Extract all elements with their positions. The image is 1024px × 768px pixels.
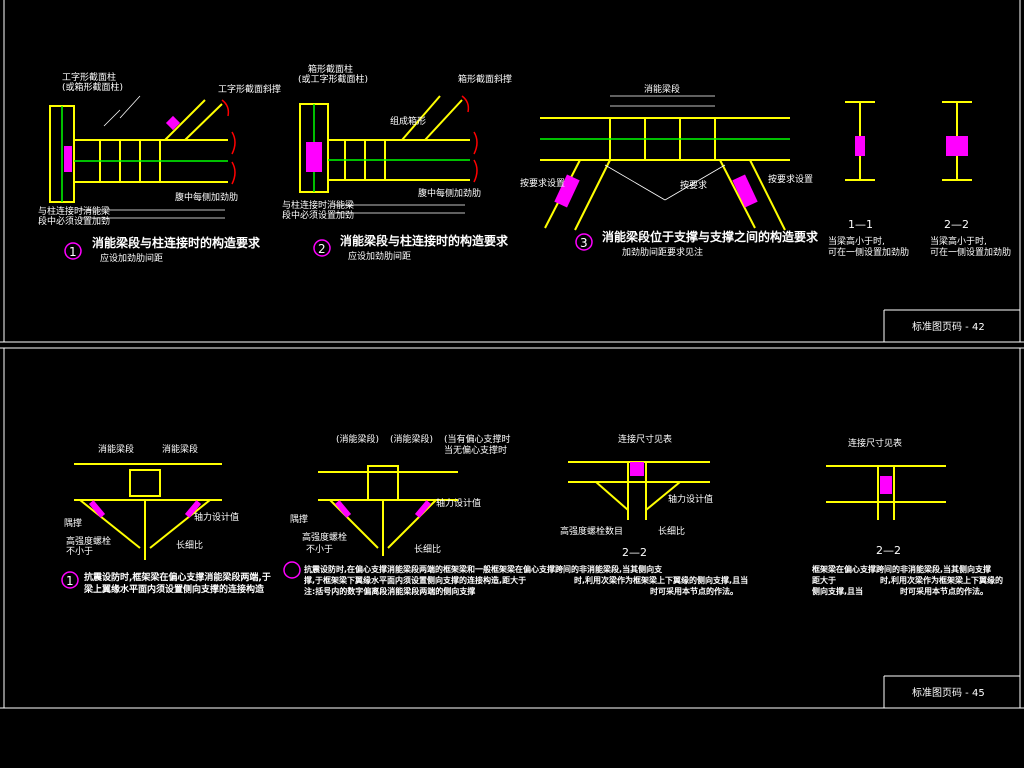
detail-2-note: 应设加劲肋间距	[348, 250, 411, 262]
detail-1-label-connect2: 段中必须设置加劲	[38, 215, 110, 227]
bottom-2-slender: 长细比	[414, 543, 441, 555]
bottom-2-top2: (消能梁段)	[390, 433, 433, 445]
section-2-2-note2: 可在一侧设置加劲肋	[930, 246, 1011, 258]
detail-3-label-rib: 按要求设置	[520, 177, 565, 189]
bottom-note-mid5: 时可采用本节点的作法。	[650, 586, 738, 596]
bottom-note-line1: 抗震设防时,框架梁在偏心支撑消能梁段两端,于	[84, 571, 271, 583]
detail-1-label-column: 工字形截面柱	[62, 71, 116, 83]
bottom-1-slender: 长细比	[176, 539, 203, 551]
bottom-3-slender: 长细比	[658, 525, 685, 537]
detail-3-drawing: 3 消能梁段位于支撑与支撑之间的构造要求 加劲肋间距要求见注 消能梁段 按要求设…	[520, 83, 819, 258]
section-1-1-note: 当梁高小于时,	[828, 235, 885, 247]
detail-1-label-brace: 工字形截面斜撑	[218, 83, 281, 95]
page-label-top: 标准图页码 - 42	[912, 321, 985, 333]
bottom-3-high: 高强度螺栓数目	[560, 525, 623, 537]
detail-2-number: 2	[318, 242, 326, 256]
bottom-note-mid1: 抗震设防时,在偏心支撑消能梁段两端的框架梁和一般框架梁在偏心支撑跨间的非消能梁段…	[304, 564, 663, 574]
detail-2-label-stiff: 腹中每侧加劲肋	[418, 187, 481, 199]
sheet-bottom-frame	[0, 347, 1024, 709]
section-2-2-title: 2—2	[944, 218, 969, 231]
bottom-4-section: 2—2	[876, 544, 901, 557]
detail-2-label-assembly: 组成箱形	[390, 115, 426, 127]
section-1-1-drawing: 1—1 当梁高小于时, 可在一侧设置加劲肋	[828, 101, 909, 258]
bottom-detail-3-drawing: 连接尺寸见表 轴力设计值 高强度螺栓数目 长细比 2—2	[560, 433, 713, 559]
bottom-1-stiff: 隅撑	[64, 517, 82, 529]
bottom-2-axial: 轴力设计值	[436, 497, 481, 509]
detail-1-label-stiff: 腹中每侧加劲肋	[175, 191, 238, 203]
bottom-2-top4: 当无偏心支撑时	[444, 444, 507, 456]
bottom-4-top: 连接尺寸见表	[848, 437, 902, 449]
detail-2-title: 消能梁段与柱连接时的构造要求	[340, 233, 509, 248]
bottom-detail-2-drawing: (消能梁段) (消能梁段) (当有偏心支撑时 当无偏心支撑时 轴力设计值 隅撑 …	[290, 433, 511, 556]
bottom-note-number: 1	[66, 574, 74, 588]
section-1-1-title: 1—1	[848, 218, 873, 231]
detail-2-drawing: 2 消能梁段与柱连接时的构造要求 应设加劲肋间距 箱形截面柱 (或工字形截面柱)…	[282, 63, 512, 262]
bottom-note-right2: 距大于	[812, 575, 836, 585]
bottom-note-line2: 梁上翼缘水平面内须设置侧向支撑的连接构造	[83, 583, 265, 595]
detail-3-label-plate: 按要求	[680, 179, 707, 191]
bottom-2-min: 不小于	[306, 544, 333, 555]
bottom-note-mid2: 撑,于框架梁下翼缘水平面内须设置侧向支撑的连接构造,距大于	[304, 575, 526, 585]
detail-1-title: 消能梁段与柱连接时的构造要求	[92, 235, 261, 250]
detail-1-label-column2: (或箱形截面柱)	[62, 81, 123, 93]
bottom-detail-4-drawing: 连接尺寸见表 2—2	[826, 437, 946, 557]
section-2-2-note: 当梁高小于时,	[930, 235, 987, 247]
bottom-1-min: 不小于	[66, 546, 93, 557]
detail-3-label-gusset: 按要求设置	[768, 173, 813, 185]
bottom-2-stiff: 隅撑	[290, 513, 308, 525]
detail-2-label-connect2: 段中必须设置加劲	[282, 209, 354, 221]
page-label-bottom: 标准图页码 - 45	[912, 687, 985, 699]
detail-3-label-segment: 消能梁段	[644, 83, 680, 95]
bottom-detail-1-drawing: 消能梁段 消能梁段 轴力设计值 隅撑 高强度螺栓 不小于 长细比	[64, 443, 239, 560]
detail-2-label-brace: 箱形截面斜撑	[458, 73, 512, 85]
bottom-note-right1: 框架梁在偏心支撑跨间的非消能梁段,当其侧向支撑	[812, 564, 991, 574]
section-1-1-note2: 可在一侧设置加劲肋	[828, 246, 909, 258]
detail-3-title: 消能梁段位于支撑与支撑之间的构造要求	[602, 229, 819, 244]
bottom-3-top: 连接尺寸见表	[618, 433, 672, 445]
bottom-3-section: 2—2	[622, 546, 647, 559]
bottom-2-top1: (消能梁段)	[336, 433, 379, 445]
detail-3-number: 3	[580, 236, 588, 250]
bottom-note-mid4: 时,利用次梁作为框架梁上下翼缘的侧向支撑,且当	[574, 575, 748, 585]
section-2-2-drawing: 2—2 当梁高小于时, 可在一侧设置加劲肋	[930, 101, 1011, 258]
bottom-note-mid3: 注:括号内的数字偏离段消能梁段两端的侧向支撑	[304, 586, 475, 596]
bottom-2-top3: (当有偏心支撑时	[444, 433, 511, 445]
bottom-1-segment-right: 消能梁段	[162, 443, 198, 455]
detail-1-number: 1	[69, 245, 77, 259]
detail-1-label-connect: 与柱连接时消能梁	[38, 205, 110, 217]
bottom-note-right4: 侧向支撑,且当	[812, 586, 863, 596]
bottom-note-right3: 时,利用次梁作为框架梁上下翼缘的	[880, 575, 1003, 585]
detail-3-note: 加劲肋间距要求见注	[622, 246, 703, 258]
bottom-1-axial: 轴力设计值	[194, 511, 239, 523]
detail-1-drawing: 1 消能梁段与柱连接时的构造要求 应设加劲肋间距 工字形截面柱 (或箱形截面柱)…	[38, 71, 281, 264]
detail-2-label-column: 箱形截面柱	[308, 63, 353, 75]
detail-2-label-connect: 与柱连接时消能梁	[282, 199, 354, 211]
bottom-1-high: 高强度螺栓	[66, 535, 111, 547]
detail-2-label-column2: (或工字形截面柱)	[298, 73, 368, 85]
bottom-note-right5: 时可采用本节点的作法。	[900, 586, 988, 596]
bottom-2-high: 高强度螺栓	[302, 531, 347, 543]
detail-1-note: 应设加劲肋间距	[100, 252, 163, 264]
bottom-3-axial: 轴力设计值	[668, 493, 713, 505]
sheet-top-frame	[0, 0, 1024, 343]
bottom-1-segment-left: 消能梁段	[98, 443, 134, 455]
